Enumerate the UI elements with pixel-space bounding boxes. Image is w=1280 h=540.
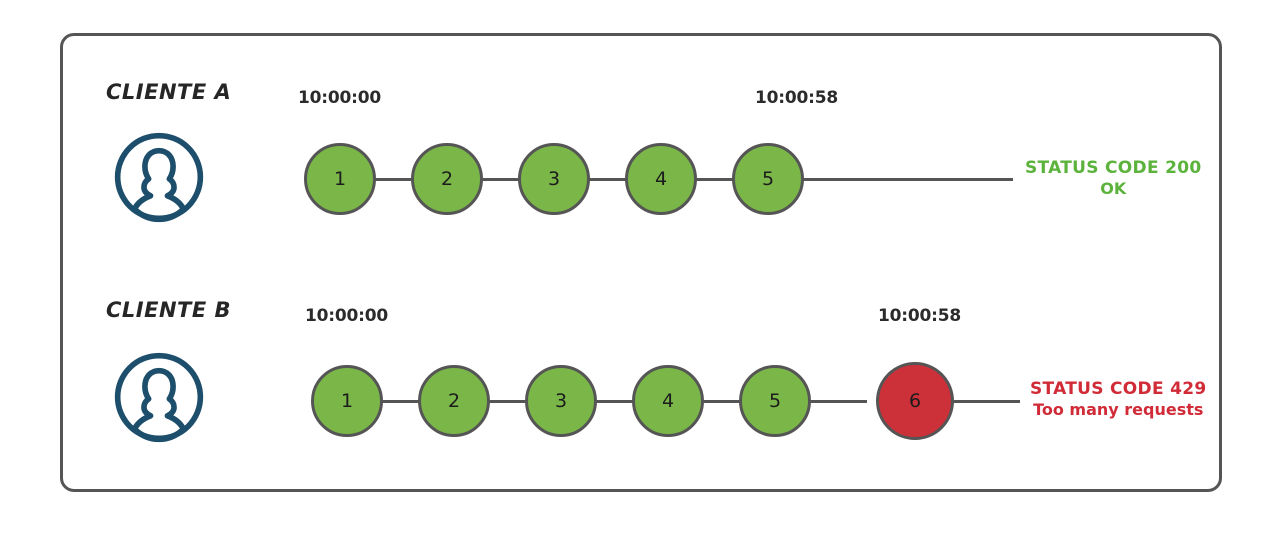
client-b-label: CLIENTE B (106, 298, 232, 322)
row-b-start-time: 10:00:00 (305, 306, 388, 326)
client-a-label: CLIENTE A (106, 80, 232, 104)
user-avatar-icon (112, 350, 206, 444)
connector-a-2-3 (479, 178, 539, 181)
status-badge-b: STATUS CODE 429 Too many requests (1030, 379, 1206, 420)
request-node[interactable]: 5 (732, 143, 804, 215)
status-badge-a: STATUS CODE 200 OK (1025, 158, 1201, 199)
user-avatar-icon (112, 130, 206, 224)
request-node[interactable]: 3 (525, 365, 597, 437)
request-node[interactable]: 2 (418, 365, 490, 437)
request-node[interactable]: 2 (411, 143, 483, 215)
status-message-b: Too many requests (1033, 400, 1204, 420)
row-a-end-time: 10:00:58 (755, 88, 838, 108)
connector-b-3-4 (593, 400, 653, 403)
status-code-b: STATUS CODE 429 (1030, 379, 1207, 399)
request-node[interactable]: 3 (518, 143, 590, 215)
row-b-end-time: 10:00:58 (878, 306, 961, 326)
connector-a-3-4 (586, 178, 646, 181)
request-node-blocked[interactable]: 6 (876, 362, 954, 440)
connector-a-4-5 (693, 178, 753, 181)
request-node[interactable]: 1 (311, 365, 383, 437)
connector-b-tail (947, 400, 1020, 403)
connector-b-2-3 (486, 400, 546, 403)
connector-a-tail (800, 178, 1013, 181)
connector-a-1-2 (372, 178, 432, 181)
request-node[interactable]: 4 (632, 365, 704, 437)
row-a-start-time: 10:00:00 (298, 88, 381, 108)
request-node[interactable]: 1 (304, 143, 376, 215)
connector-b-4-5 (700, 400, 760, 403)
request-node[interactable]: 5 (739, 365, 811, 437)
status-code-a: STATUS CODE 200 (1025, 158, 1202, 178)
request-node[interactable]: 4 (625, 143, 697, 215)
connector-b-1-2 (379, 400, 439, 403)
connector-b-5-6 (807, 400, 867, 403)
status-message-a: OK (1100, 179, 1127, 199)
